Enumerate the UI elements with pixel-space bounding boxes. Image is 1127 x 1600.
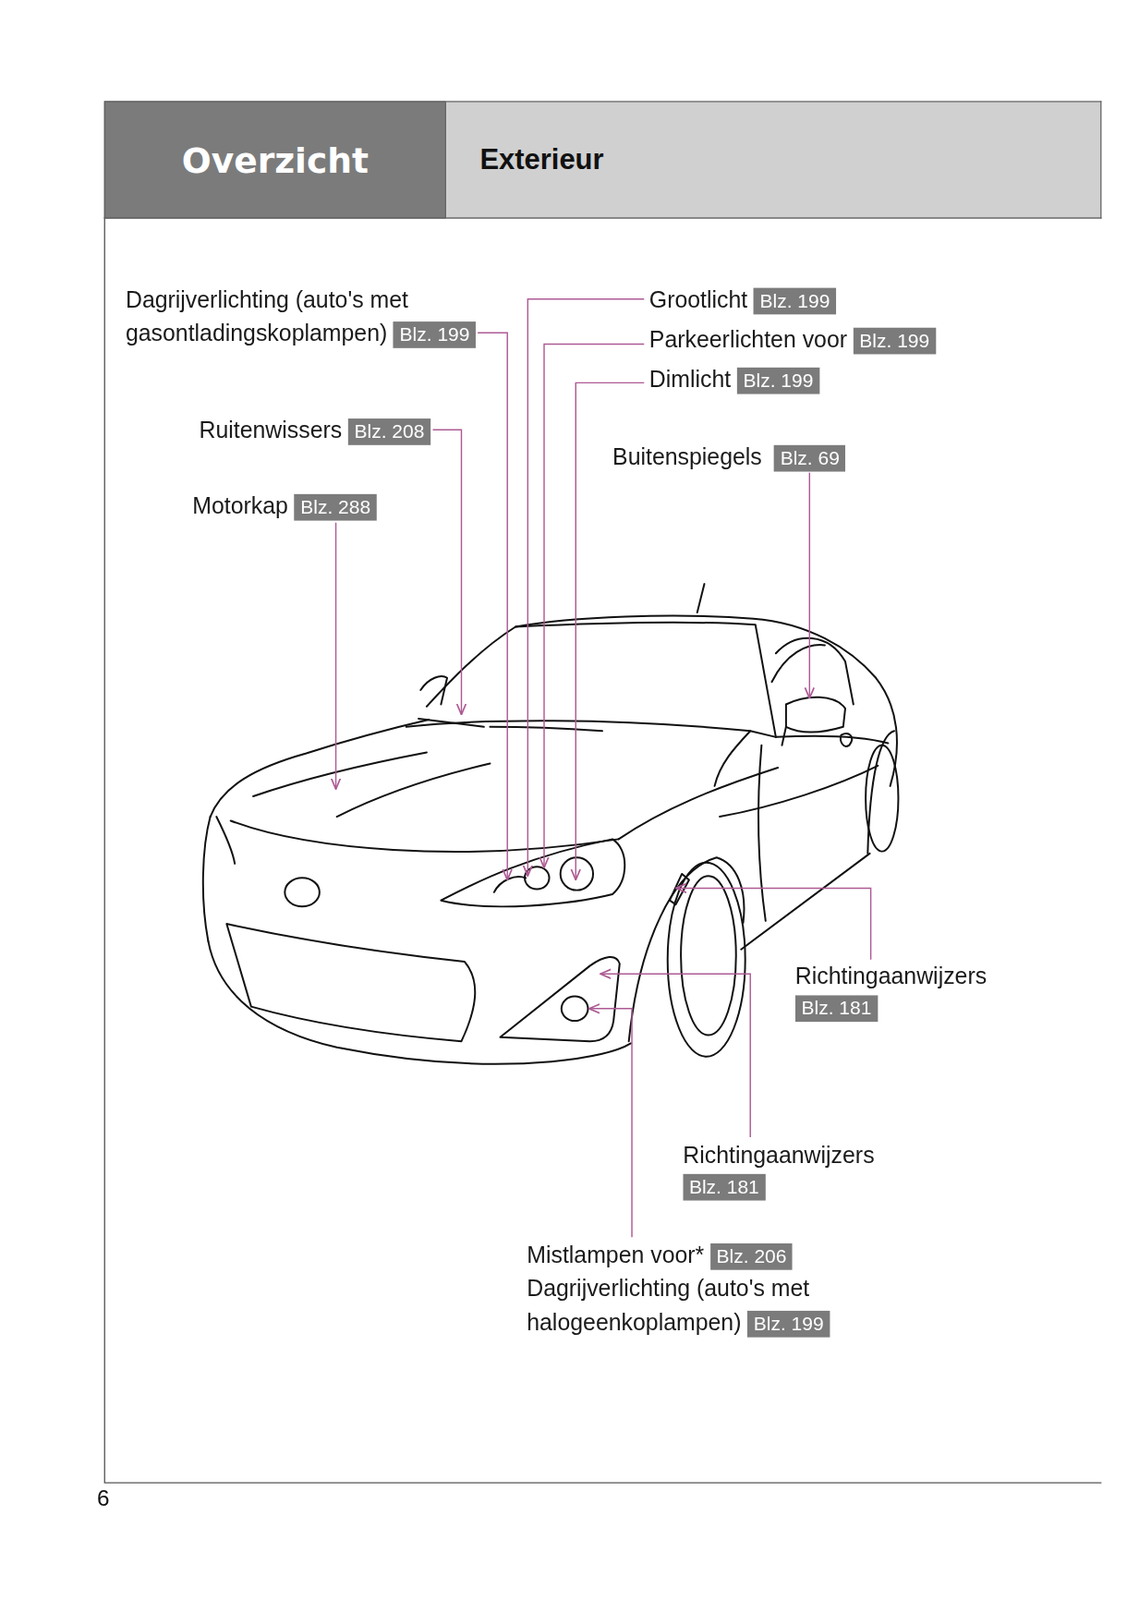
car-drawing	[203, 583, 899, 1065]
page-number: 6	[96, 1485, 110, 1513]
drawing-stroke	[618, 767, 778, 839]
drawing-stroke	[515, 622, 776, 738]
header-title: Overzicht	[181, 139, 369, 181]
drawing-stroke	[216, 816, 235, 864]
part-name: Parkeerlichten voor	[649, 326, 848, 352]
drawing-stroke	[697, 583, 705, 613]
page-ref-badge: Blz. 181	[682, 1173, 765, 1200]
part-name: Motorkap	[192, 492, 289, 519]
header-band: Exterieur	[446, 100, 1102, 219]
drawing-stroke	[775, 638, 854, 705]
drawing-stroke	[840, 733, 852, 747]
part-name: Mistlampen voor*	[526, 1241, 704, 1268]
drawing-stroke	[775, 736, 889, 744]
page-ref-badge: Blz. 199	[737, 366, 820, 394]
part-name: Grootlicht	[649, 286, 748, 313]
header-band: Overzicht	[104, 100, 447, 219]
drawing-stroke	[758, 745, 766, 921]
page-frame	[104, 217, 1103, 1483]
part-name: Dimlicht	[649, 365, 731, 392]
drawing-stroke	[203, 816, 211, 942]
drawing-stroke	[781, 727, 786, 746]
drawing-stroke	[527, 299, 644, 876]
drawing-stroke	[561, 996, 589, 1022]
page-ref-badge: Blz. 208	[348, 418, 431, 446]
page-ref-badge: Blz. 181	[795, 994, 878, 1022]
callout: RichtingaanwijzersBlz. 181	[795, 958, 987, 1021]
drawing-stroke	[335, 522, 337, 789]
drawing-stroke	[210, 719, 429, 817]
page-ref-badge: Blz. 288	[294, 493, 377, 521]
drawing-stroke	[786, 697, 846, 733]
drawing-stroke	[284, 877, 320, 907]
drawing-stroke	[676, 887, 872, 959]
callout: RichtingaanwijzersBlz. 181	[682, 1138, 874, 1200]
drawing-stroke	[499, 957, 619, 1042]
page-ref-badge: Blz. 206	[710, 1242, 793, 1270]
drawing-stroke	[680, 875, 737, 1035]
part-name: Dagrijverlichting (auto's met gasontladi…	[125, 286, 409, 346]
drawing-stroke	[544, 343, 644, 868]
leader-lines	[336, 299, 872, 1238]
drawing-stroke	[226, 923, 475, 1042]
drawing-stroke	[589, 1008, 632, 1238]
header-title: Exterieur	[479, 143, 604, 176]
drawing-stroke	[420, 676, 448, 704]
drawing-stroke	[207, 941, 631, 1065]
callout: Mistlampen voor*Blz. 206	[526, 1237, 793, 1272]
callout: GrootlichtBlz. 199	[649, 282, 837, 316]
drawing-stroke	[600, 973, 751, 1138]
drawing-stroke	[440, 838, 625, 907]
drawing-stroke	[418, 718, 485, 728]
page-ref-badge: Blz. 199	[853, 327, 936, 354]
drawing-stroke	[477, 332, 508, 880]
drawing-stroke	[104, 217, 1102, 1483]
callout: MotorkapBlz. 288	[192, 488, 376, 522]
part-name: Richtingaanwijzers	[682, 1141, 874, 1168]
callout: Dagrijverlichting (auto's met halogeenko…	[526, 1271, 854, 1339]
drawing-stroke	[629, 857, 745, 1042]
callout: DimlichtBlz. 199	[649, 362, 820, 396]
callout: Dagrijverlichting (auto's met gasontladi…	[125, 282, 494, 351]
page-ref-badge: Blz. 69	[774, 444, 846, 472]
drawing-stroke	[667, 862, 746, 1057]
drawing-stroke	[669, 873, 690, 905]
callout: RuitenwissersBlz. 208	[198, 412, 431, 447]
drawing-stroke	[809, 472, 811, 699]
drawing-stroke	[337, 763, 491, 817]
drawing-stroke	[230, 820, 619, 851]
part-name: Ruitenwissers	[198, 416, 342, 443]
page-ref-badge: Blz. 199	[393, 321, 476, 349]
drawing-stroke	[560, 857, 594, 890]
drawing-stroke	[494, 876, 526, 893]
part-name: Buitenspiegels	[612, 443, 763, 470]
drawing-stroke	[433, 429, 462, 715]
drawing-stroke	[426, 616, 897, 787]
drawing-stroke	[771, 644, 825, 682]
page-ref-badge: Blz. 199	[753, 287, 837, 315]
callout: Buitenspiegels Blz. 69	[612, 439, 846, 473]
part-name: Richtingaanwijzers	[795, 963, 987, 990]
drawing-stroke	[719, 765, 878, 817]
callout: Parkeerlichten voorBlz. 199	[649, 322, 936, 356]
page-ref-badge: Blz. 199	[747, 1309, 830, 1337]
drawing-stroke	[867, 730, 895, 854]
drawing-stroke	[865, 745, 898, 852]
drawing-stroke	[714, 730, 752, 787]
